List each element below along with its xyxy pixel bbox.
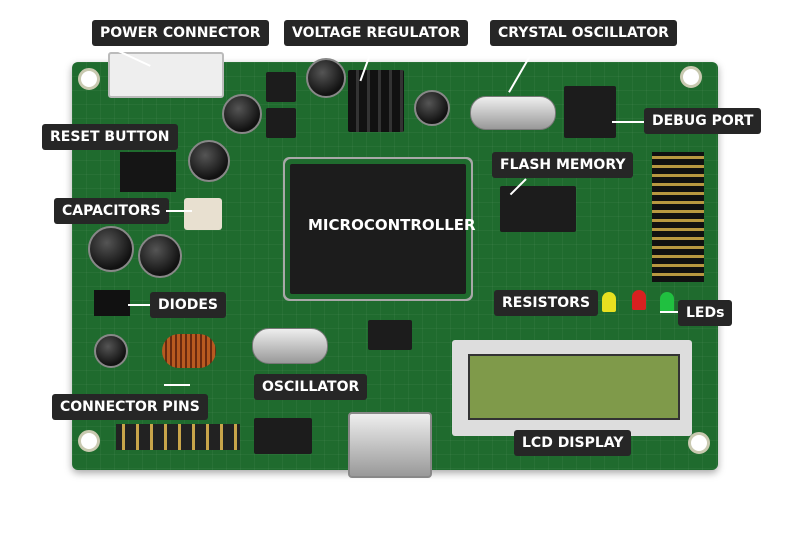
diode — [94, 290, 130, 316]
pointer-line — [166, 210, 192, 212]
label-power-connector: POWER CONNECTOR — [92, 20, 269, 46]
ic — [266, 108, 296, 138]
debug-ic — [564, 86, 616, 138]
label-diodes: DIODES — [150, 292, 226, 318]
connector-pins — [116, 424, 240, 450]
microcontroller-chip — [290, 164, 466, 294]
ic — [266, 72, 296, 102]
capacitor — [188, 140, 230, 182]
pointer-line — [164, 384, 190, 386]
label-connector-pins: CONNECTOR PINS — [52, 394, 208, 420]
capacitor — [306, 58, 346, 98]
label-lcd-display: LCD DISPLAY — [514, 430, 632, 456]
led-red — [632, 290, 646, 310]
lcd-screen — [468, 354, 680, 420]
debug-header — [652, 152, 704, 282]
power-connector — [108, 52, 224, 98]
capacitor — [138, 234, 182, 278]
capacitor — [222, 94, 262, 134]
crystal-oscillator — [470, 96, 556, 130]
lcd-frame — [452, 340, 692, 436]
pcb-board — [72, 52, 718, 478]
capacitor — [94, 334, 128, 368]
label-crystal-oscillator: CRYSTAL OSCILLATOR — [490, 20, 677, 46]
label-microcontroller: MICROCONTROLLER — [308, 216, 476, 234]
mounting-hole — [680, 66, 702, 88]
pointer-line — [660, 311, 678, 313]
label-capacitors: CAPACITORS — [54, 198, 169, 224]
label-voltage-regulator: VOLTAGE REGULATOR — [284, 20, 469, 46]
label-flash-memory: FLASH MEMORY — [492, 152, 634, 178]
switch — [254, 418, 312, 454]
mounting-hole — [688, 432, 710, 454]
reset-button — [120, 152, 176, 192]
oscillator — [252, 328, 328, 364]
led-yellow — [602, 292, 616, 312]
ic — [368, 320, 412, 350]
capacitor — [414, 90, 450, 126]
pointer-line — [128, 304, 150, 306]
label-leds: LEDs — [678, 300, 733, 326]
usb-port — [348, 412, 432, 478]
label-debug-port: DEBUG PORT — [644, 108, 762, 134]
pointer-line — [612, 121, 644, 123]
capacitor — [88, 226, 134, 272]
trimmer — [184, 198, 222, 230]
mounting-hole — [78, 68, 100, 90]
voltage-regulator — [348, 70, 404, 132]
mounting-hole — [78, 430, 100, 452]
inductor — [162, 334, 216, 368]
label-reset-button: RESET BUTTON — [42, 124, 178, 150]
label-resistors: RESISTORS — [494, 290, 599, 316]
label-oscillator: OSCILLATOR — [254, 374, 368, 400]
led-green — [660, 292, 674, 312]
